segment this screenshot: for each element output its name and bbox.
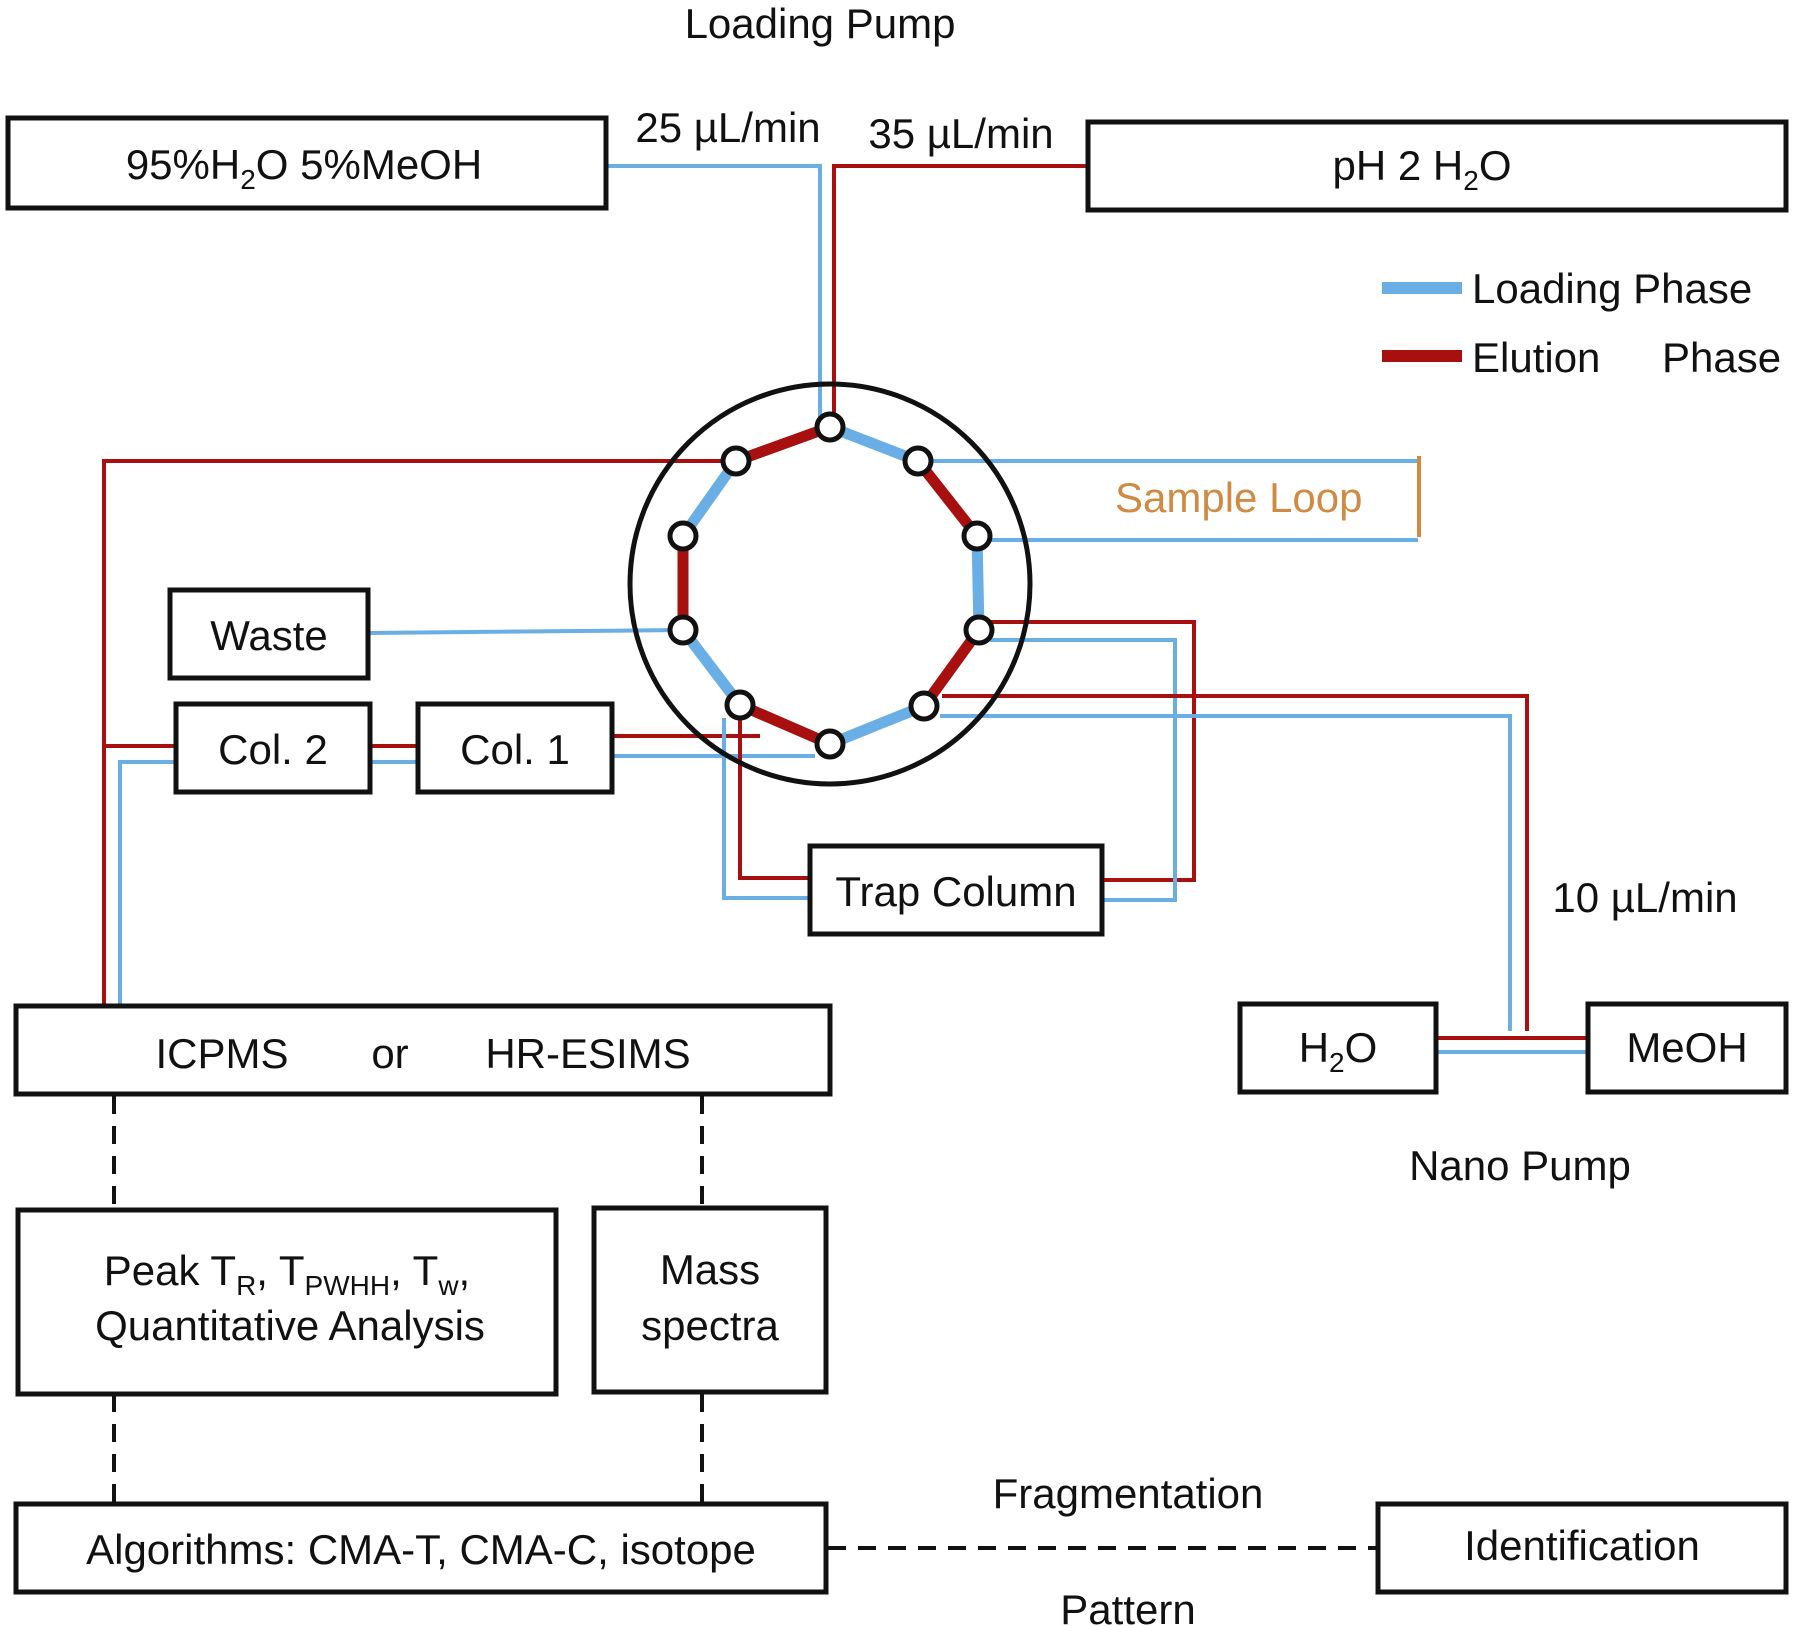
sample-loop-label: Sample Loop: [1115, 474, 1363, 521]
valve-seg: [737, 699, 833, 750]
col1-box: [415, 701, 615, 795]
mass-spectra-line2: spectra: [641, 1302, 779, 1349]
line-solvent-a: [605, 164, 822, 418]
nano-h2o-box: [1237, 1001, 1439, 1095]
detector-icpms-label: ICPMS: [155, 1030, 288, 1077]
algorithms-label: Algorithms: CMA-T, CMA-C, isotope: [86, 1526, 756, 1573]
line-blue-trap-left: [722, 718, 810, 900]
dashed-connectors: [112, 1096, 1378, 1550]
nano-meoh-box: [1585, 1001, 1789, 1095]
col1-label: Col. 1: [460, 726, 570, 773]
nano-h2o-label: H2O: [1299, 1024, 1378, 1078]
valve-port: [814, 728, 846, 760]
flow-rate-nano: 10 µL/min: [1552, 874, 1737, 921]
valve-body: [627, 381, 1033, 787]
identification-label: Identification: [1464, 1522, 1700, 1569]
valve-port: [963, 614, 995, 646]
solvent-b-box: [1085, 119, 1789, 213]
pattern-label: Pattern: [1060, 1586, 1195, 1626]
peak-analysis-box: [15, 1207, 559, 1397]
nano-pump-label: Nano Pump: [1409, 1142, 1631, 1189]
valve-seg: [678, 626, 745, 709]
trap-column-box: [807, 843, 1105, 937]
legend: Loading Phase Elution Phase: [1382, 265, 1781, 381]
valve-port: [814, 411, 846, 443]
valve-port: [908, 690, 940, 722]
peak-analysis-line1: Peak TR, TPWHH, Tw,: [104, 1247, 470, 1301]
detector-hresims-label: HR-ESIMS: [485, 1030, 690, 1077]
mass-spectra-box: [591, 1205, 829, 1395]
valve-seg: [828, 421, 920, 467]
algorithms-box: [13, 1501, 829, 1595]
line-blue-nano: [940, 714, 1512, 1031]
tubing-lines: [102, 164, 1588, 1054]
line-blue-col2-detector: [118, 760, 176, 1004]
valve-seg: [971, 535, 985, 631]
valve-port: [724, 689, 756, 721]
valve-seg: [734, 421, 832, 467]
legend-elution-label: Elution: [1472, 334, 1600, 381]
mass-spectra-line1: Mass: [660, 1246, 760, 1293]
line-red-trap-right: [978, 620, 1196, 882]
nano-meoh-label: MeOH: [1626, 1024, 1747, 1071]
valve-port: [902, 445, 934, 477]
solvent-a-box: [5, 115, 609, 211]
col2-label: Col. 2: [218, 726, 328, 773]
peak-analysis-line2: Quantitative Analysis: [95, 1302, 485, 1349]
valve-port: [720, 445, 752, 477]
solvent-b-label: pH 2 H2O: [1333, 142, 1512, 196]
loading-pump-label: Loading Pump: [685, 0, 956, 47]
trap-column-label: Trap Column: [835, 868, 1076, 915]
valve-seg: [919, 626, 984, 710]
legend-phase-label: Phase: [1662, 334, 1781, 381]
waste-label: Waste: [210, 612, 327, 659]
solvent-a-label: 95%H2O 5%MeOH: [126, 141, 482, 195]
line-blue-trap-right: [990, 638, 1177, 902]
line-red-nano: [942, 694, 1529, 1031]
flow-rate-b: 35 µL/min: [868, 110, 1053, 157]
switching-valve: [627, 381, 1033, 787]
detector-box: [13, 1003, 833, 1097]
valve-port: [961, 520, 993, 552]
detector-or-label: or: [371, 1030, 408, 1077]
identification-box: [1375, 1501, 1789, 1595]
line-elution-to-detector: [102, 459, 734, 1004]
valve-seg: [913, 457, 982, 540]
waste-box: [167, 587, 371, 681]
valve-port: [667, 520, 699, 552]
legend-loading-label: Loading Phase: [1472, 265, 1752, 312]
col2-box: [173, 701, 373, 795]
line-solvent-b: [832, 164, 1088, 418]
valve-seg: [827, 700, 927, 750]
flow-rate-a: 25 µL/min: [635, 104, 820, 151]
valve-port: [667, 614, 699, 646]
fragmentation-label: Fragmentation: [993, 1470, 1264, 1517]
line-waste: [367, 628, 684, 635]
